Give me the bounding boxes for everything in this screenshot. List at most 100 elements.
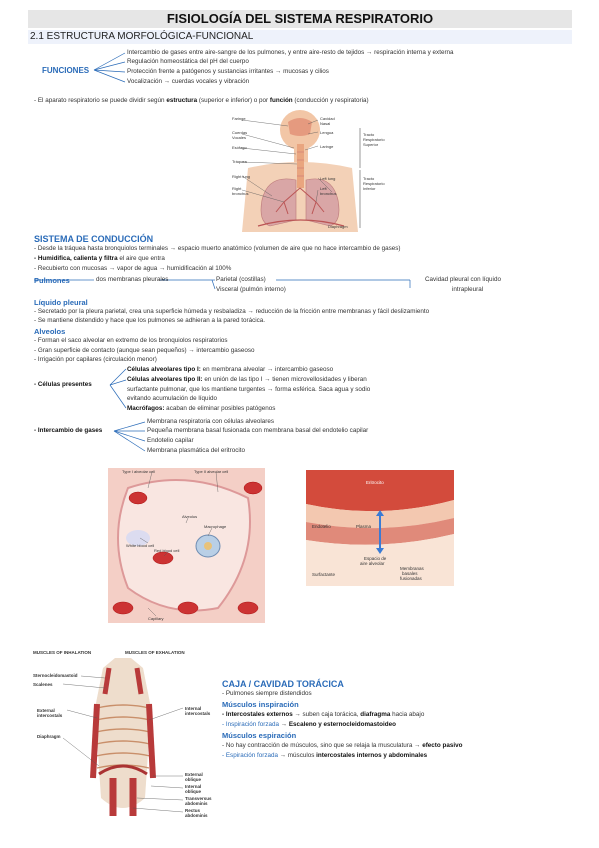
fig4-label: Rectus bbox=[185, 808, 201, 813]
fig2-label: Capillary bbox=[148, 616, 164, 621]
fig2-label: Alveolus bbox=[182, 514, 198, 519]
fig4-label: abdominis bbox=[185, 813, 208, 818]
fig1-label: Faringe bbox=[232, 116, 246, 121]
page-title: FISIOLOGÍA DEL SISTEMA RESPIRATORIO bbox=[28, 10, 572, 28]
fig4-label: Sternocleidomastoid bbox=[33, 673, 78, 678]
fig1-label: Esófago bbox=[232, 145, 247, 150]
funcion-item: Regulación homeostática del pH del cuerp… bbox=[127, 58, 249, 65]
alveolos-line: - Gran superficie de contacto (aunque se… bbox=[34, 347, 255, 354]
pleura-visceral: Visceral (pulmón interno) bbox=[216, 286, 286, 293]
conduccion-line: - Humidifica, calienta y filtra el aire … bbox=[34, 255, 165, 262]
intercambio-item: Membrana respiratoria con células alveol… bbox=[147, 418, 275, 425]
fig1-label: bronchus bbox=[232, 191, 249, 196]
fig1-label: Lengua bbox=[320, 130, 334, 135]
respiratory-system-figure: Faringe Cuerdas Vocales Esófago Tráquea … bbox=[228, 108, 388, 232]
fig3-label: Endotelio bbox=[312, 524, 331, 529]
funcion-item: Intercambio de gases entre aire-sangre d… bbox=[127, 49, 454, 56]
alveolus-figure: Type I alveolar cell Type II alveolar ce… bbox=[108, 468, 265, 623]
tipo2-line3: evitando acumulación de líquido bbox=[127, 395, 217, 402]
intro-text: - El aparato respiratorio se puede divid… bbox=[34, 97, 369, 104]
fig3-label: fusionadas bbox=[400, 576, 422, 581]
alveolos-line: - Forman el saco alveolar en extremo de … bbox=[34, 337, 228, 344]
liquido-line: - Secretado por la pleura parietal, crea… bbox=[34, 308, 430, 315]
fig1-label: Cuerdas bbox=[232, 130, 248, 135]
liquido-line: - Se mantiene distendido y hace que los … bbox=[34, 317, 266, 324]
inspiracion-header: Músculos inspiración bbox=[222, 700, 299, 709]
fig4-label: Internal bbox=[185, 784, 202, 789]
fig1-label: Respiratorio bbox=[363, 181, 385, 186]
alveolos-line: - Irrigación por capilares (circulación … bbox=[34, 356, 157, 363]
cavidad-pleural-2: intrapleural bbox=[452, 286, 484, 293]
inspiracion-line: - Intercostales externos → suben caja to… bbox=[222, 711, 425, 718]
alveolos-header: Alveolos bbox=[34, 327, 66, 336]
intercambio-item: Endotelio capilar bbox=[147, 437, 194, 444]
celulas-label: - Células presentes bbox=[34, 381, 92, 388]
fig4-label: intercostals bbox=[185, 711, 211, 716]
fig3-label: Surfactante bbox=[312, 572, 336, 577]
fig1-label: Nasal bbox=[320, 121, 331, 126]
muscles-figure: MUSCLES OF INHALATION MUSCLES OF EXHALAT… bbox=[33, 648, 213, 824]
caja-header: CAJA / CAVIDAD TORÁCICA bbox=[222, 679, 344, 689]
fig2-label: Macrophage bbox=[204, 524, 227, 529]
fig4-label: oblique bbox=[185, 789, 201, 794]
fig2-label: White blood cell bbox=[126, 543, 155, 548]
espiracion-forzada: - Espiración forzada → músculos intercos… bbox=[222, 752, 428, 759]
fig3-label: Espacio de bbox=[364, 556, 387, 561]
espiracion-line: - No hay contracción de músculos, sino q… bbox=[222, 742, 463, 749]
section-subtitle: 2.1 ESTRUCTURA MORFOLÓGICA-FUNCIONAL bbox=[28, 30, 572, 44]
fig2-label: Type I alveolar cell bbox=[122, 469, 156, 474]
espiracion-header: Músculos espiración bbox=[222, 731, 297, 740]
fig1-label: bronchus bbox=[320, 191, 337, 196]
fig4-head-right: MUSCLES OF EXHALATION bbox=[125, 650, 185, 655]
fig1-label: Diaphragm bbox=[328, 224, 348, 229]
fig1-label: Tracto bbox=[363, 176, 375, 181]
funcion-item: Vocalización → cuerdas vocales y vibraci… bbox=[127, 78, 250, 85]
intercambio-item: Pequeña membrana basal fusionada con mem… bbox=[147, 427, 369, 434]
funciones-label: FUNCIONES bbox=[42, 66, 90, 75]
fig4-label: External bbox=[37, 708, 55, 713]
liquido-header: Líquido pleural bbox=[34, 298, 88, 307]
fig1-label: Tracto bbox=[363, 132, 375, 137]
fig1-label: Vocales bbox=[232, 135, 247, 140]
fig1-label: Cavidad bbox=[320, 116, 335, 121]
conduccion-line: - Recubierto con mucosas → vapor de agua… bbox=[34, 265, 232, 272]
fig1-label: Right bbox=[232, 186, 242, 191]
inspiracion-forzada: - Inspiración forzada → Escaleno y ester… bbox=[222, 721, 396, 728]
intercambio-label: - Intercambio de gases bbox=[34, 427, 103, 434]
fig4-label: oblique bbox=[185, 777, 201, 782]
conduccion-header: SISTEMA DE CONDUCCIÓN bbox=[34, 234, 154, 244]
fig4-label: Internal bbox=[185, 706, 202, 711]
fig1-label: Left lung bbox=[320, 176, 336, 181]
fig3-label: aire alveolar bbox=[360, 561, 385, 566]
fig4-label: abdominis bbox=[185, 801, 208, 806]
fig1-label: Tráquea bbox=[232, 159, 247, 164]
fig1-label: Right lung bbox=[232, 174, 251, 179]
fig4-label: External bbox=[185, 772, 203, 777]
tipo1: Células alveolares tipo I: en membrana a… bbox=[127, 366, 334, 373]
fig4-label: intercostals bbox=[37, 713, 63, 718]
fig3-label: basales bbox=[402, 571, 418, 576]
fig1-label: Inferior bbox=[363, 186, 376, 191]
caja-line: - Pulmones siempre distendidos bbox=[222, 690, 312, 697]
cavidad-pleural: Cavidad pleural con líquido bbox=[425, 276, 501, 283]
fig4-head-left: MUSCLES OF INHALATION bbox=[33, 650, 92, 655]
fig1-label: Laringe bbox=[320, 144, 334, 149]
membrane-figure: Eritrocito Endotelio Plasma Espacio de a… bbox=[306, 470, 454, 586]
tipo2-line2: surfactante pulmonar, que los mantiene t… bbox=[127, 386, 371, 393]
pleura-parietal: Parietal (costillas) bbox=[216, 276, 266, 283]
fig3-label: Eritrocito bbox=[366, 480, 384, 485]
fig4-label: Scalenes bbox=[33, 682, 53, 687]
fig2-label: Type II alveolar cell bbox=[194, 469, 229, 474]
fig1-label: Left bbox=[320, 186, 327, 191]
fig1-label: Respiratorio bbox=[363, 137, 385, 142]
macrofagos: Macrófagos: acaban de eliminar posibles … bbox=[127, 405, 276, 412]
conduccion-line: - Desde la tráquea hasta bronquiolos ter… bbox=[34, 245, 401, 252]
fig3-label: Plasma bbox=[356, 524, 372, 529]
pulmones-membranas: dos membranas pleurales bbox=[96, 276, 169, 283]
fig3-label: Membranas bbox=[400, 566, 424, 571]
fig4-label: Transversus bbox=[185, 796, 212, 801]
fig2-label: Red blood cell bbox=[154, 548, 180, 553]
fig4-label: Diaphragm bbox=[37, 734, 61, 739]
